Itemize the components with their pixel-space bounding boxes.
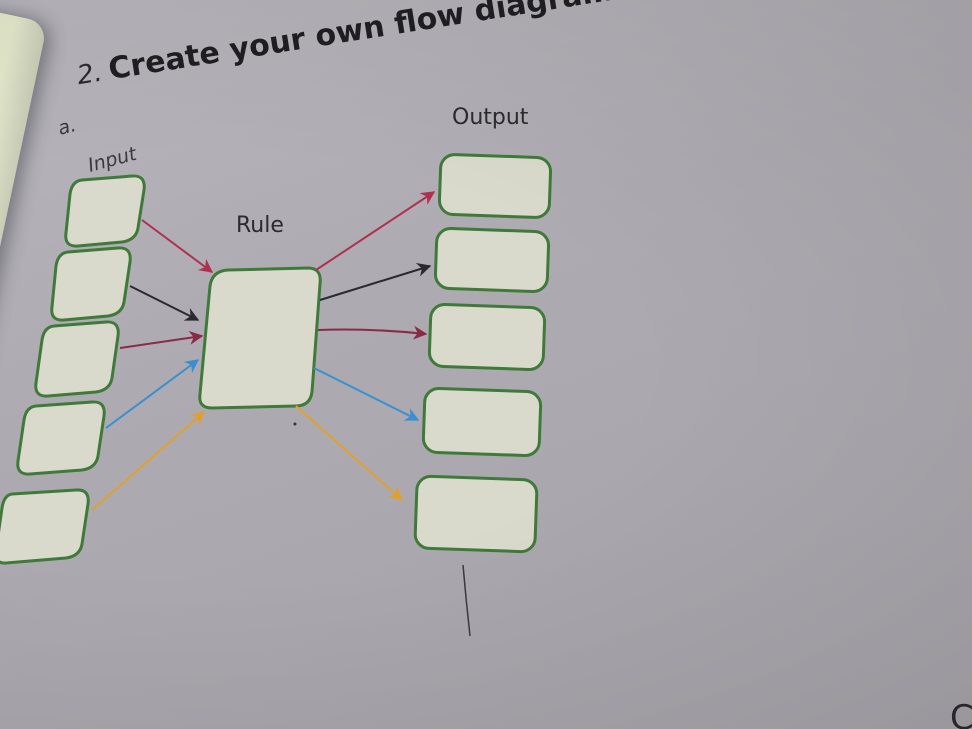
output-box-2[interactable]	[433, 227, 551, 293]
input-box-3[interactable]	[34, 320, 120, 398]
arrow-output-5	[295, 405, 404, 501]
arrow-input-1	[141, 219, 214, 273]
arrow-input-4	[105, 359, 200, 429]
sub-part-label: a.	[56, 114, 79, 140]
arrow-input-3	[119, 330, 204, 349]
output-boxes	[413, 153, 553, 554]
arrow-output-1	[315, 191, 436, 271]
output-box-5[interactable]	[413, 474, 539, 554]
arrow-output-4	[313, 367, 420, 421]
input-label: Input	[86, 142, 141, 176]
input-arrows	[91, 219, 214, 511]
ink-dot	[293, 422, 297, 426]
input-box-2[interactable]	[50, 246, 132, 322]
pencil-mark	[462, 564, 471, 637]
output-label: Output	[452, 105, 529, 130]
input-box-4[interactable]	[16, 400, 106, 476]
input-boxes	[0, 174, 146, 565]
input-box-5[interactable]	[0, 488, 90, 565]
exercise-number: 2.	[75, 58, 104, 92]
arrow-input-5	[91, 411, 206, 511]
arrow-output-2	[319, 263, 432, 301]
output-arrows	[295, 191, 436, 501]
corner-letter: C	[950, 698, 972, 729]
arrow-output-3	[317, 325, 428, 340]
exercise-heading: 2. Create your own flow diagrams.	[75, 0, 644, 92]
rule-label: Rule	[236, 213, 284, 238]
arrow-input-2	[129, 285, 200, 321]
output-box-4[interactable]	[421, 386, 543, 458]
rule-box[interactable]	[198, 266, 322, 410]
output-box-1[interactable]	[437, 153, 553, 219]
input-box-1[interactable]	[64, 174, 146, 248]
output-box-3[interactable]	[427, 303, 547, 371]
exercise-title: Create your own flow diagrams.	[106, 0, 644, 87]
